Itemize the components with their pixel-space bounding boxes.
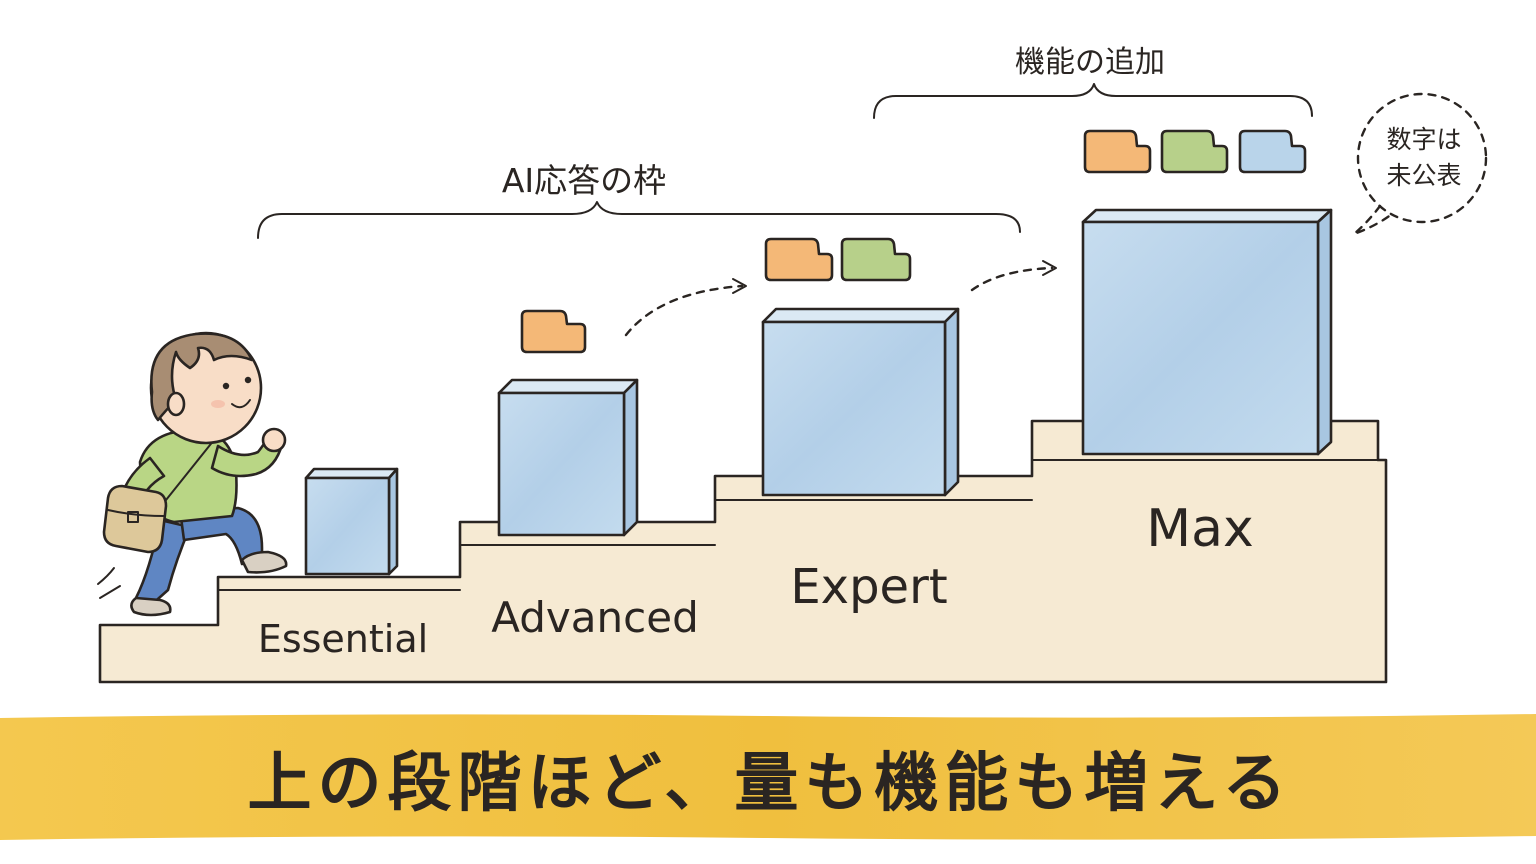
plan-label-essential: Essential — [258, 617, 428, 661]
progress-arrow-expert-to-max — [970, 260, 1057, 292]
feature-tab-blue — [1238, 129, 1307, 174]
bracket-ai-quota-label: AI応答の枠 — [502, 161, 666, 200]
staircase — [98, 419, 1388, 684]
feature-tab-orange — [764, 237, 834, 282]
plan-label-max: Max — [1146, 499, 1254, 559]
progress-arrow-advanced-to-expert — [624, 278, 747, 337]
quota-box-essential — [304, 467, 399, 576]
feature-tab-green — [840, 237, 912, 282]
plan-label-expert: Expert — [790, 559, 947, 615]
shoulder-bag-icon — [102, 484, 168, 554]
callout-line-2: 未公表 — [1386, 161, 1461, 190]
feature-tab-orange — [1083, 129, 1152, 174]
feature-tabs-expert — [764, 237, 912, 282]
bracket-features-label: 機能の追加 — [1015, 45, 1165, 80]
bracket-features: 機能の追加 — [873, 45, 1313, 119]
feature-tabs-max — [1083, 129, 1307, 174]
bracket-ai-quota: AI応答の枠 — [257, 161, 1021, 239]
feature-tabs-advanced — [520, 309, 587, 354]
plan-label-advanced: Advanced — [491, 593, 698, 642]
callout-line-1: 数字は — [1386, 125, 1461, 154]
feature-tab-orange — [520, 309, 587, 354]
quota-box-advanced — [497, 378, 639, 537]
feature-tab-green — [1160, 129, 1229, 174]
quota-box-max — [1081, 208, 1333, 456]
quota-box-expert — [761, 307, 960, 497]
summary-banner-text: 上の段階ほど、量も機能も増える — [248, 747, 1293, 821]
summary-banner: 上の段階ほど、量も機能も増える — [0, 714, 1536, 840]
child-climbing-icon — [97, 331, 288, 617]
callout-bubble: 数字は 未公表 — [1353, 92, 1488, 236]
